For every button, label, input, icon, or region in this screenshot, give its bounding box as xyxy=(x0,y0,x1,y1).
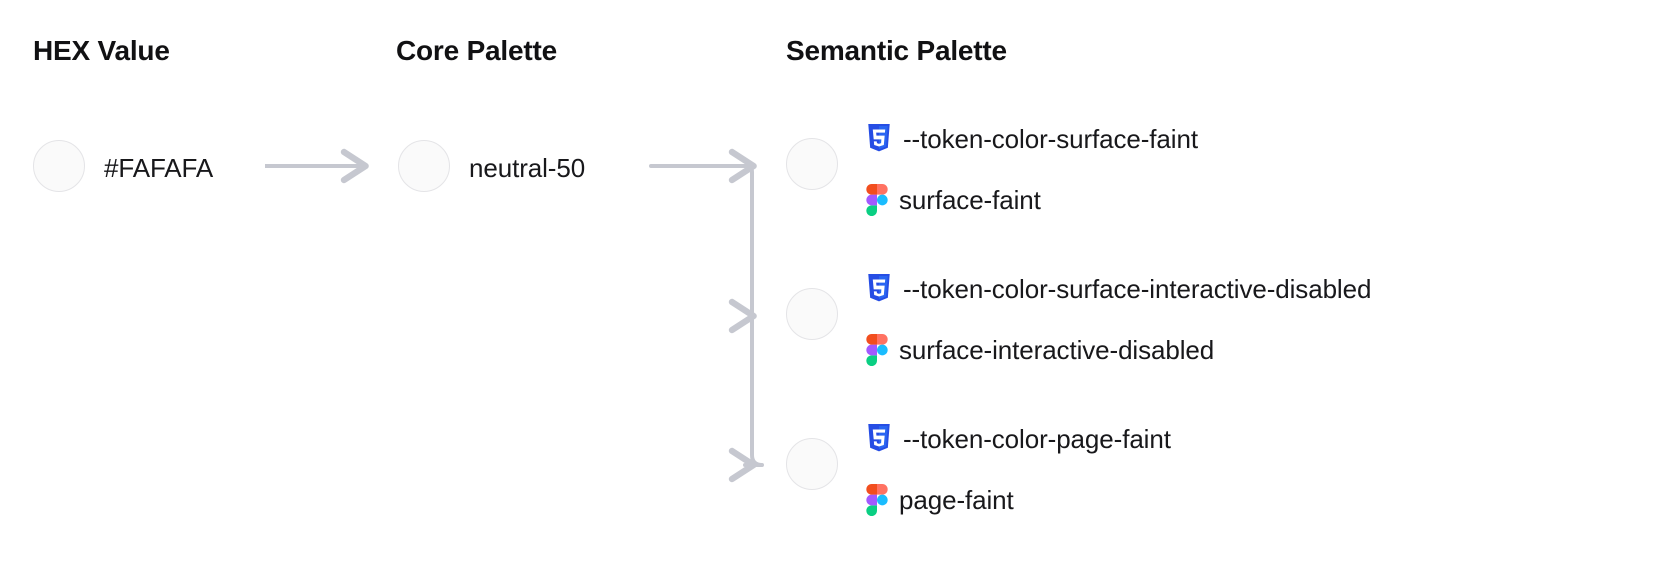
css3-icon xyxy=(866,424,892,454)
token-row-css-surface-faint[interactable]: --token-color-surface-faint xyxy=(866,124,1198,154)
column-heading-core-palette: Core Palette xyxy=(396,35,557,66)
core-palette-label: neutral-50 xyxy=(469,153,586,183)
swatch-hex-value[interactable] xyxy=(33,140,85,192)
css3-icon xyxy=(866,274,892,304)
token-row-figma-surface-interactive-disabled[interactable]: surface-interactive-disabled xyxy=(866,334,1214,366)
figma-token-label: surface-faint xyxy=(899,185,1041,215)
swatch-semantic-surface-faint[interactable] xyxy=(786,138,838,190)
hex-value-label: #FAFAFA xyxy=(104,153,214,183)
css-token-label: --token-color-surface-interactive-disabl… xyxy=(903,274,1372,304)
swatch-core-palette[interactable] xyxy=(398,140,450,192)
figma-token-label: surface-interactive-disabled xyxy=(899,335,1215,365)
token-row-figma-surface-faint[interactable]: surface-faint xyxy=(866,184,1041,216)
figma-token-label: page-faint xyxy=(899,485,1014,515)
figma-icon xyxy=(866,484,888,516)
swatch-semantic-page-faint[interactable] xyxy=(786,438,838,490)
token-row-figma-page-faint[interactable]: page-faint xyxy=(866,484,1014,516)
token-row-css-page-faint[interactable]: --token-color-page-faint xyxy=(866,424,1171,454)
token-row-css-surface-interactive-disabled[interactable]: --token-color-surface-interactive-disabl… xyxy=(866,274,1371,304)
connector-core-to-branch xyxy=(649,164,764,467)
figma-icon xyxy=(866,184,888,216)
figma-icon xyxy=(866,334,888,366)
column-heading-semantic-palette: Semantic Palette xyxy=(786,35,1007,66)
css-token-label: --token-color-surface-faint xyxy=(903,124,1198,154)
css-token-label: --token-color-page-faint xyxy=(903,424,1171,454)
css3-icon xyxy=(866,124,892,154)
swatch-semantic-surface-interactive-disabled[interactable] xyxy=(786,288,838,340)
column-heading-hex-value: HEX Value xyxy=(33,35,170,66)
